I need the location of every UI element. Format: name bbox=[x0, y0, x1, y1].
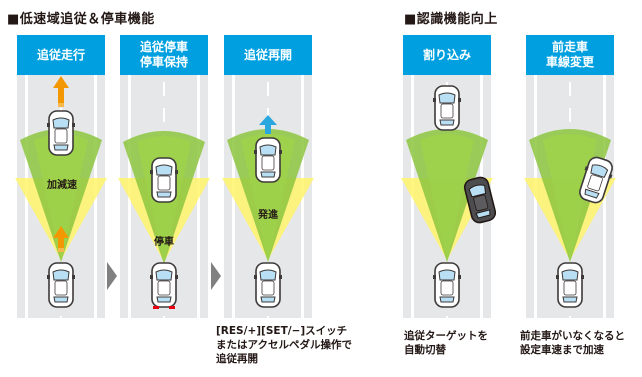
section-title-recognition: ■認識機能向上 bbox=[404, 12, 498, 27]
chevron-right-icon bbox=[211, 262, 221, 290]
own-car-icon bbox=[432, 262, 462, 308]
own-car-icon bbox=[253, 262, 283, 308]
lead-car-icon bbox=[149, 157, 179, 203]
radar-long-beam-core bbox=[34, 134, 88, 262]
lead-car-icon bbox=[46, 110, 76, 156]
chevron-right-icon bbox=[107, 262, 117, 290]
own-car-icon bbox=[149, 262, 179, 308]
own-car-icon bbox=[46, 262, 76, 308]
brake-light-icon bbox=[169, 306, 175, 309]
panel-header-follow: 追従走行 bbox=[17, 35, 105, 75]
lead-car-icon bbox=[253, 137, 283, 183]
caption-lane-change: 前走車がいなくなると 設定車速まで加速 bbox=[520, 330, 625, 356]
lead-car-icon bbox=[432, 85, 462, 131]
caption-cut-in: 追従ターゲットを 自動切替 bbox=[404, 330, 488, 356]
accelerate-arrow-icon bbox=[53, 226, 69, 252]
label-accel-decel: 加減速 bbox=[47, 180, 77, 191]
radar-long-beam-core bbox=[543, 134, 597, 262]
radar-long-beam-core bbox=[241, 134, 295, 262]
panel-header-cut-in: 割り込み bbox=[403, 35, 491, 75]
panel-header-stop: 追従停車停車保持 bbox=[120, 35, 208, 75]
brake-light-icon bbox=[153, 306, 159, 309]
panel-header-lane-change: 前走車車線変更 bbox=[526, 35, 614, 75]
own-car-icon bbox=[555, 262, 585, 308]
label-stop: 停車 bbox=[154, 237, 174, 248]
start-arrow-icon bbox=[259, 115, 277, 134]
section-title-low-speed: ■低速域追従＆停車機能 bbox=[7, 12, 155, 27]
caption-resume: [RES/+][SET/−]スイッチ またはアクセルペダル操作で 追従再開 bbox=[216, 325, 352, 365]
panel-header-resume: 追従再開 bbox=[224, 35, 312, 75]
label-start: 発進 bbox=[258, 210, 278, 221]
radar-long-beam-core bbox=[420, 134, 474, 262]
accelerate-arrow-icon bbox=[53, 76, 69, 103]
